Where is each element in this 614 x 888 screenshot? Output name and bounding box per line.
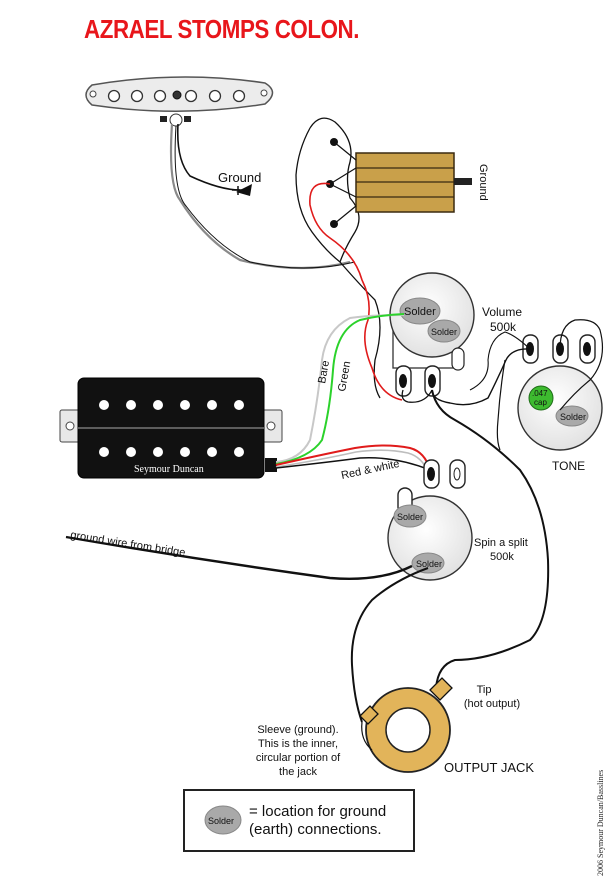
tone-to-spin-wire xyxy=(496,359,506,451)
legend-solder-label: Solder xyxy=(208,816,234,826)
volume-value-label: 500k xyxy=(490,320,517,334)
green-wire xyxy=(275,313,405,465)
volume-lug-link xyxy=(401,389,433,403)
humbucker-brand-label: Seymour Duncan xyxy=(134,464,204,475)
green-wire-label: Green xyxy=(336,360,353,392)
sleeve-label-4: the jack xyxy=(279,766,317,778)
tone-pot: Solder .047 cap xyxy=(517,334,603,451)
humbucker-black-wire xyxy=(275,457,431,471)
spin-solder-label-2: Solder xyxy=(416,559,442,569)
single-coil-pickup xyxy=(85,76,274,127)
humbucker-pickup: Seymour Duncan xyxy=(59,377,283,479)
legend-box: Solder = location for ground (earth) con… xyxy=(183,789,415,852)
bridge-ground-wire xyxy=(65,535,413,580)
volume-solder-label-2: Solder xyxy=(431,327,457,337)
ground-label-top: Ground xyxy=(218,170,261,185)
bridge-ground-label: ground wire from bridge xyxy=(70,529,187,559)
red-white-wire-label: Red & white xyxy=(340,458,401,482)
volume-solder-label: Solder xyxy=(404,306,436,318)
volume-to-jack-wire xyxy=(431,389,550,689)
spin-solder-label: Solder xyxy=(397,512,423,522)
spin-split-pot: Solder Solder xyxy=(387,459,473,581)
diagram-title: AZRAEL STOMPS COLON. xyxy=(84,14,360,44)
red-white-wire-white xyxy=(275,449,429,473)
spin-ground-to-jack-wire xyxy=(350,567,429,723)
sleeve-label-1: Sleeve (ground). xyxy=(257,724,338,736)
solder-blob-icon: Solder xyxy=(204,805,242,835)
volume-label: Volume xyxy=(482,305,522,319)
tone-solder-label: Solder xyxy=(560,412,586,422)
cap-label-value: .047 xyxy=(532,389,548,398)
legend-line-1: = location for ground xyxy=(249,803,387,820)
copyright-text: 2006 Seymour Duncan/Basslines xyxy=(596,769,605,876)
spin-split-value-label: 500k xyxy=(490,551,514,563)
sleeve-label-3: circular portion of xyxy=(256,752,341,764)
legend-text: = location for ground (earth) connection… xyxy=(249,803,386,839)
tone-wire xyxy=(431,348,531,406)
output-jack-label: OUTPUT JACK xyxy=(444,760,534,775)
red-wire-switch xyxy=(309,182,403,401)
volume-pot: Solder Solder xyxy=(389,272,475,397)
tip-hot-label: (hot output) xyxy=(464,698,520,710)
tone-label: TONE xyxy=(552,459,585,473)
red-white-wire-red xyxy=(275,444,431,471)
switch-cavity-outline xyxy=(309,117,381,399)
ground-label-right: Ground xyxy=(477,164,489,201)
tip-label: Tip xyxy=(477,684,492,696)
pickup-selector-switch xyxy=(326,138,472,228)
single-coil-lead-black xyxy=(176,123,241,191)
bare-wire-label: Bare xyxy=(316,360,332,385)
legend-line-2: (earth) connections. xyxy=(249,821,382,838)
bare-wire xyxy=(275,314,405,463)
cap-label-unit: cap xyxy=(534,398,547,407)
ground-symbol-icon xyxy=(232,184,252,196)
spin-split-label: Spin a split xyxy=(474,537,528,549)
output-jack xyxy=(359,677,453,773)
sleeve-label-2: This is the inner, xyxy=(258,738,338,750)
